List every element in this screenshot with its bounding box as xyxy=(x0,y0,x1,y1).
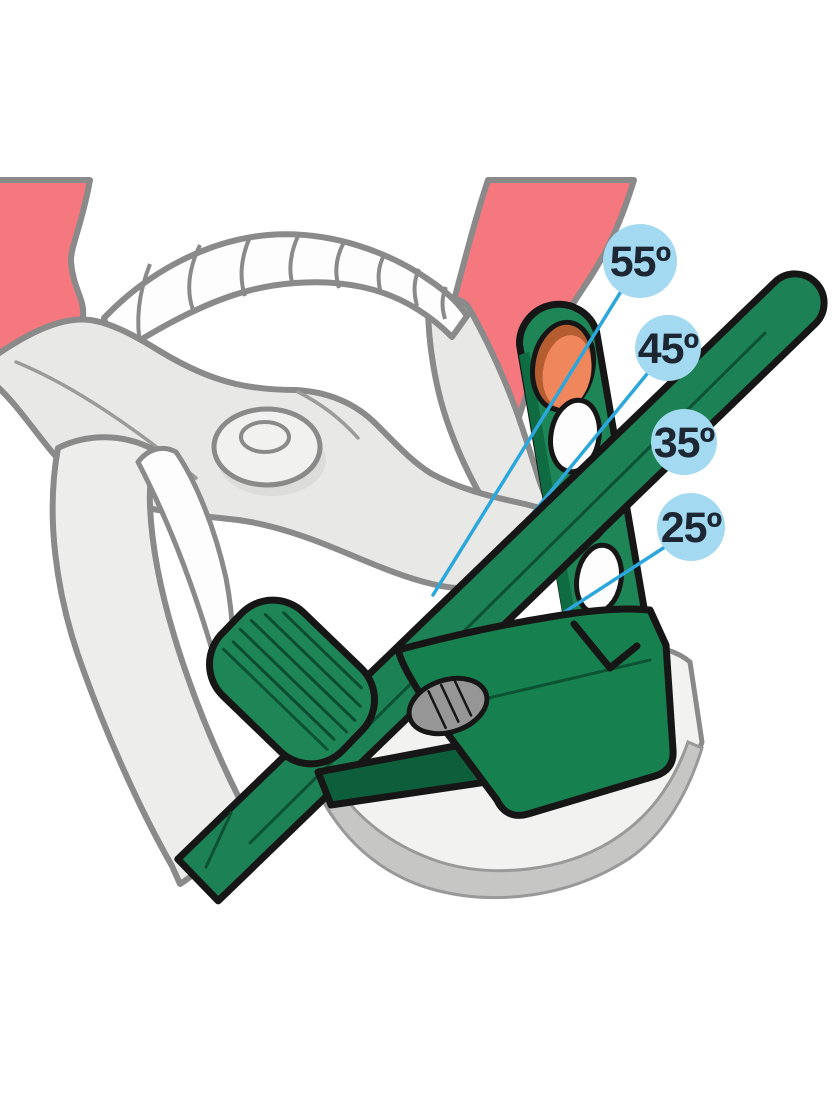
guide-hole-55-fill xyxy=(542,335,592,409)
guide-hole-55 xyxy=(530,319,596,413)
sharpener-tip-cut xyxy=(204,811,233,869)
grip-hatch-line xyxy=(231,640,336,741)
grip-hatch-line xyxy=(263,613,362,708)
pivot-bolt xyxy=(211,406,326,496)
spring-body xyxy=(101,231,470,358)
guide-clamp xyxy=(314,605,677,819)
angle-callout-25-circle xyxy=(657,493,725,561)
spring-coil-line xyxy=(334,243,345,289)
spring-coil-line xyxy=(187,244,202,311)
spring-coil-line xyxy=(440,286,448,320)
angle-callout-25: 25º xyxy=(657,493,725,561)
leader-line-55 xyxy=(431,262,640,597)
angle-callout-55-circle xyxy=(603,224,677,298)
angle-callout-45-circle xyxy=(635,315,701,381)
grip-hatch-line xyxy=(238,627,349,734)
clamp-panel-line xyxy=(478,658,652,702)
pivot-bolt-outer xyxy=(211,406,323,488)
clamp-fold-mark xyxy=(570,620,641,672)
head-crease xyxy=(296,390,360,440)
spring-coil-line xyxy=(412,268,421,307)
clamp-screw xyxy=(406,675,490,737)
grip-hatch-line xyxy=(282,611,363,690)
clamp-screw-slot xyxy=(452,677,473,717)
angle-label-25: 25º xyxy=(661,504,722,552)
angle-callout-35: 35º xyxy=(651,409,717,475)
pivot-bolt-inner-ring xyxy=(239,420,291,454)
sharpener-grip xyxy=(206,596,378,768)
angle-callout-55: 55º xyxy=(603,224,677,298)
spring-coil-line xyxy=(239,236,252,297)
spring-coil-line xyxy=(288,235,300,287)
angle-label-55: 55º xyxy=(610,238,671,286)
sharpener-grip-facet xyxy=(222,647,329,751)
angle-label-45: 45º xyxy=(638,325,699,373)
clamp-screw-slot xyxy=(427,690,447,730)
spring-coil-line xyxy=(376,254,386,295)
angle-label-35: 35º xyxy=(654,419,715,467)
angle-callouts: 55º 45º 35º 25º xyxy=(603,224,725,561)
clamp-screw-slot xyxy=(439,683,460,723)
blade-edge xyxy=(316,739,704,900)
angle-callout-45: 45º xyxy=(635,315,701,381)
angle-callout-35-circle xyxy=(651,409,717,475)
sharpener-grip-hatching xyxy=(231,611,363,741)
grip-hatch-line xyxy=(249,618,357,723)
